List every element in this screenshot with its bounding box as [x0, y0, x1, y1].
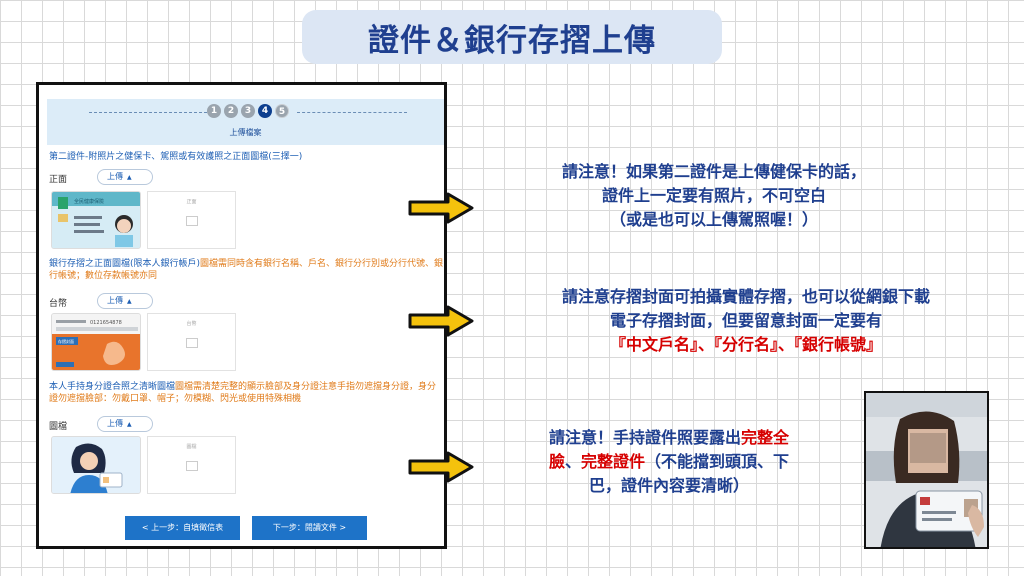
section-selfie-heading: 本人手持身分證合照之清晰圖檔 [49, 382, 176, 392]
page-title: 證件＆銀行存摺上傳 [368, 22, 656, 59]
step-3: 3 [241, 104, 255, 118]
step-2: 2 [224, 104, 238, 118]
step-label: 上傳檔案 [229, 128, 262, 137]
health-card-thumbnail: 全民健康保險 [51, 191, 141, 249]
passbook-preview-box[interactable]: 台幣 [147, 313, 236, 371]
passbook-thumbnail: 0121654878 存摺封面 [51, 313, 141, 371]
step-1: 1 [207, 104, 221, 118]
upload-screenshot-panel: 1 2 3 4 5 上傳檔案 第二證件-附照片之健保卡、駕照或有效護照之正面圖檔… [36, 82, 447, 549]
chevron-up-icon: ▲ [127, 421, 132, 428]
upload-button-label: 上傳 [107, 296, 123, 305]
image-placeholder-icon [186, 338, 198, 348]
selfie-illustration [52, 437, 140, 493]
selfie-example-image [866, 393, 987, 547]
step-divider [297, 112, 407, 113]
note-text: 請注意！手持證件照要露出 [548, 428, 741, 447]
note-line: 請注意！如果第二證件是上傳健保卡的話， [561, 162, 866, 181]
page-title-banner: 證件＆銀行存摺上傳 [302, 10, 722, 64]
note-passbook: 請注意存摺封面可拍攝實體存摺，也可以從網銀下載 電子存摺封面，但要留意封面一定要… [480, 285, 1012, 357]
step-5: 5 [275, 104, 289, 118]
note-line: 臉、完整證件（不能擋到頭頂、下 [487, 450, 851, 474]
arrow-right-icon [408, 192, 474, 224]
note-line: 請注意！手持證件照要露出完整全 [487, 426, 851, 450]
section-selfie-title: 本人手持身分證合照之清晰圖檔圖檔需清楚完整的顯示臉部及身分證注意手指勿遮擋身分證… [49, 381, 444, 405]
prev-step-button[interactable]: < 上一步：自填徵信表 [125, 516, 240, 540]
step-4-active: 4 [258, 104, 272, 118]
section-passbook-heading: 銀行存摺之正面圖檔(限本人銀行帳戶) [49, 259, 201, 269]
section-id-card-title: 第二證件-附照片之健保卡、駕照或有效護照之正面圖檔(三擇一) [49, 152, 303, 162]
upload-button-label: 上傳 [107, 419, 123, 428]
selfie-preview-box[interactable]: 圖檔 [147, 436, 236, 494]
note-line: 請注意存摺封面可拍攝實體存摺，也可以從網銀下載 [561, 287, 930, 306]
note-line: 電子存摺封面，但要留意封面一定要有 [609, 311, 882, 330]
upload-button-front[interactable]: 上傳 ▲ [97, 169, 153, 185]
note-highlight: 完整全 [741, 428, 790, 447]
note-highlight: 完整證件 [581, 452, 646, 471]
front-preview-box[interactable]: 正面 [147, 191, 236, 249]
chevron-up-icon: ▲ [127, 174, 132, 181]
note-highlight: 臉 [548, 452, 565, 471]
step-progress-bar: 1 2 3 4 5 上傳檔案 [47, 99, 444, 145]
note-text: 、 [564, 452, 581, 471]
step-divider [89, 112, 207, 113]
passbook-title-text: 存摺封面 [58, 338, 74, 344]
passbook-image: 0121654878 存摺封面 [52, 314, 140, 370]
health-card-image: 全民健康保險 [52, 192, 140, 248]
note-health-card: 請注意！如果第二證件是上傳健保卡的話， 證件上一定要有照片，不可空白 （或是也可… [486, 160, 942, 232]
upload-button-label: 上傳 [107, 172, 123, 181]
section-selfie-note: 圖檔需清楚完整的顯示臉部及身分證注意手指勿遮擋身分證，身分證勿遮擋臉部：勿戴口罩… [49, 382, 437, 404]
upload-button-selfie[interactable]: 上傳 ▲ [97, 416, 153, 432]
field-label-twd: 台幣 [49, 299, 68, 309]
step-indicators: 1 2 3 4 5 [207, 104, 289, 118]
section-passbook-note: 圖檔需同時含有銀行名稱、戶名、銀行分行別或分行代號、銀行帳號；數位存款帳號亦同 [49, 259, 444, 281]
arrow-right-icon [408, 305, 474, 337]
arrow-right-icon [408, 451, 474, 483]
note-line: 證件上一定要有照片，不可空白 [601, 186, 826, 205]
note-text: （不能擋到頭頂、下 [645, 452, 790, 471]
field-label-front: 正面 [49, 175, 68, 185]
chevron-up-icon: ▲ [127, 298, 132, 305]
field-label-image: 圖檔 [49, 422, 68, 432]
selfie-thumbnail [51, 436, 141, 494]
note-line: 巴，證件內容要清晰） [588, 476, 749, 495]
section-passbook-title: 銀行存摺之正面圖檔(限本人銀行帳戶)圖檔需同時含有銀行名稱、戶名、銀行分行別或分… [49, 258, 444, 282]
preview-label: 圖檔 [186, 444, 197, 450]
preview-label: 台幣 [186, 321, 197, 327]
image-placeholder-icon [186, 216, 198, 226]
selfie-example-photo [864, 391, 989, 549]
card-issuer-text: 全民健康保險 [74, 198, 104, 205]
note-selfie: 請注意！手持證件照要露出完整全 臉、完整證件（不能擋到頭頂、下 巴，證件內容要清… [487, 426, 851, 498]
preview-label: 正面 [186, 199, 197, 205]
next-step-button[interactable]: 下一步：閱讀文件 > [252, 516, 367, 540]
passbook-number-text: 0121654878 [90, 320, 122, 326]
image-placeholder-icon [186, 461, 198, 471]
note-line-highlight: 『中文戶名』、『分行名』、『銀行帳號』 [609, 335, 882, 354]
upload-button-passbook[interactable]: 上傳 ▲ [97, 293, 153, 309]
note-line: （或是也可以上傳駕照喔！） [609, 210, 818, 229]
